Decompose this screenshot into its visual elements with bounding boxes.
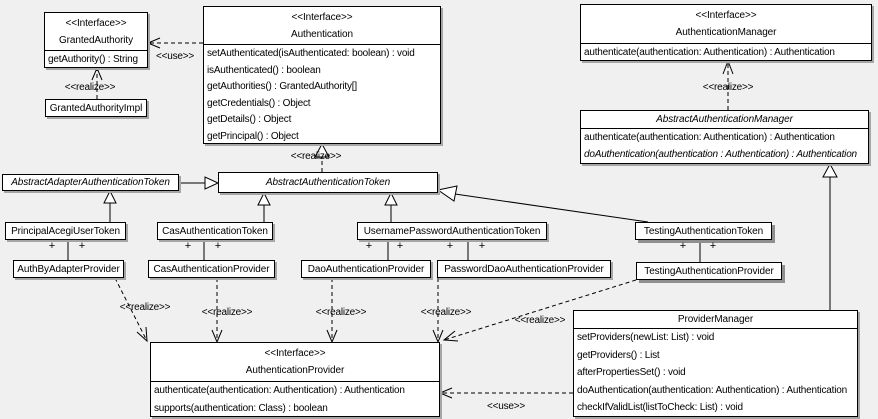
generalization-arrow-principalacegi bbox=[103, 189, 117, 222]
realize-arrow-authbyadapterprovider bbox=[114, 277, 148, 343]
class-box-abstract-authentication-token: AbstractAuthenticationToken bbox=[218, 172, 438, 193]
class-method: getCredentials() : Object bbox=[207, 97, 311, 109]
realize-label: <<realize>> bbox=[201, 307, 253, 318]
class-box-provider-manager: ProviderManager setProviders(newList: Li… bbox=[573, 310, 858, 417]
class-method: getAuthority() : String bbox=[48, 54, 138, 65]
class-box-authentication: <<Interface>> Authentication setAuthenti… bbox=[203, 6, 441, 144]
class-name: DaoAuthenticationProvider bbox=[307, 263, 425, 275]
class-method: checkIfValidList(listToCheck: List) : vo… bbox=[577, 402, 743, 414]
class-box-cas-authentication-token: CasAuthenticationToken bbox=[157, 222, 273, 240]
class-box-principal-acegi-user-token: PrincipalAcegiUserToken bbox=[5, 222, 126, 240]
class-method: authenticate(authentication: Authenticat… bbox=[584, 132, 835, 143]
class-box-dao-authentication-provider: DaoAuthenticationProvider bbox=[301, 260, 431, 278]
realize-label: <<realize>> bbox=[702, 82, 754, 93]
class-name: GrantedAuthority bbox=[59, 35, 133, 46]
class-method: setProviders(newList: List) : void bbox=[577, 332, 715, 343]
class-name: AbstractAuthenticationManager bbox=[581, 111, 868, 129]
class-stereotype: <<Interface>> bbox=[65, 18, 127, 29]
association-plus-label: + bbox=[365, 240, 373, 252]
association-plus-label: + bbox=[709, 240, 717, 252]
generalization-arrow-providermanager bbox=[822, 162, 838, 310]
association-plus-label: + bbox=[48, 240, 56, 252]
generalization-arrow-testingtoken bbox=[436, 185, 649, 223]
class-method: authenticate(authentication: Authenticat… bbox=[154, 385, 405, 396]
class-box-authentication-manager: <<Interface>> AuthenticationManager auth… bbox=[580, 4, 872, 61]
class-box-granted-authority: <<Interface>> GrantedAuthority getAuthor… bbox=[44, 12, 148, 68]
class-stereotype: <<Interface>> bbox=[291, 12, 353, 23]
class-name: TestingAuthenticationProvider bbox=[644, 265, 774, 277]
realize-label: <<realize>> bbox=[514, 315, 566, 326]
class-name: UsernamePasswordAuthenticationToken bbox=[363, 225, 541, 237]
realize-label: <<realize>> bbox=[420, 307, 472, 318]
class-name: AuthByAdapterProvider bbox=[17, 263, 120, 275]
class-box-testing-authentication-provider: TestingAuthenticationProvider bbox=[636, 262, 782, 280]
association-plus-label: + bbox=[396, 240, 404, 252]
class-method: getDetails() : Object bbox=[207, 114, 292, 125]
class-box-cas-authentication-provider: CasAuthenticationProvider bbox=[148, 260, 275, 278]
class-name: PrincipalAcegiUserToken bbox=[11, 225, 120, 237]
realize-label: <<realize>> bbox=[315, 307, 367, 318]
class-name: GrantedAuthorityImpl bbox=[49, 102, 143, 114]
association-plus-label: + bbox=[679, 240, 687, 252]
class-method: doAuthentication(authentication: Authent… bbox=[577, 384, 847, 396]
association-plus-label: + bbox=[78, 240, 86, 252]
realize-label: <<realize>> bbox=[119, 302, 171, 313]
realize-arrow-abstractauthenticationmanager bbox=[722, 59, 734, 110]
class-name: CasAuthenticationProvider bbox=[153, 263, 270, 275]
class-name: AbstractAuthenticationToken bbox=[265, 177, 391, 188]
realize-arrow-testingprovider bbox=[442, 279, 637, 342]
class-method: supports(authentication: Class) : boolea… bbox=[154, 403, 328, 414]
use-label: <<use>> bbox=[155, 51, 195, 62]
class-name: AuthenticationManager bbox=[675, 27, 777, 38]
class-name: Authentication bbox=[291, 29, 353, 40]
generalization-arrow-castoken bbox=[257, 191, 271, 222]
use-arrow-providermanager bbox=[438, 387, 573, 399]
class-box-granted-authority-impl: GrantedAuthorityImpl bbox=[45, 99, 147, 117]
class-method: setAuthenticated(isAuthenticated: boolea… bbox=[207, 48, 415, 59]
association-plus-label: + bbox=[184, 240, 192, 252]
generalization-arrow-abstractadapter bbox=[179, 176, 220, 190]
class-box-auth-by-adapter-provider: AuthByAdapterProvider bbox=[13, 260, 124, 278]
association-plus-label: + bbox=[446, 240, 454, 252]
class-box-authentication-provider: <<Interface>> AuthenticationProvider aut… bbox=[150, 342, 440, 417]
class-stereotype: <<Interface>> bbox=[695, 10, 757, 21]
generalization-arrow-usernamepasswordtoken bbox=[384, 191, 398, 222]
use-arrow-authentication-grantedauthority bbox=[146, 37, 203, 49]
association-plus-label: + bbox=[214, 240, 222, 252]
class-box-abstract-authentication-manager: AbstractAuthenticationManager authentica… bbox=[580, 110, 869, 164]
class-method: authenticate(authentication: Authenticat… bbox=[584, 47, 835, 58]
class-box-abstract-adapter-authentication-token: AbstractAdapterAuthenticationToken bbox=[2, 174, 179, 191]
class-name: PasswordDaoAuthenticationProvider bbox=[444, 263, 604, 275]
use-label: <<use>> bbox=[486, 401, 526, 412]
realize-label: <<realize>> bbox=[290, 151, 342, 162]
class-method: getPrincipal() : Object bbox=[207, 130, 299, 142]
class-method: doAuthentication(authentication : Authen… bbox=[584, 149, 857, 160]
realize-arrow-grantedauthorityimpl bbox=[91, 66, 103, 99]
class-method: getAuthorities() : GrantedAuthority[] bbox=[207, 81, 357, 92]
realize-label: <<realize>> bbox=[64, 82, 116, 93]
class-name: CasAuthenticationToken bbox=[162, 225, 268, 237]
class-method: afterPropertiesSet() : void bbox=[577, 367, 686, 379]
class-method: getProviders() : List bbox=[577, 349, 660, 361]
association-plus-label: + bbox=[478, 240, 486, 252]
class-name: ProviderManager bbox=[574, 311, 857, 329]
class-name: AuthenticationProvider bbox=[245, 365, 345, 376]
realize-arrow-abstractauthenticationtoken bbox=[314, 142, 330, 172]
class-name: AbstractAdapterAuthenticationToken bbox=[11, 177, 170, 188]
class-stereotype: <<Interface>> bbox=[264, 348, 326, 359]
class-box-username-password-authentication-token: UsernamePasswordAuthenticationToken bbox=[357, 222, 547, 240]
class-box-testing-authentication-token: TestingAuthenticationToken bbox=[635, 222, 772, 240]
class-box-password-dao-authentication-provider: PasswordDaoAuthenticationProvider bbox=[437, 260, 611, 278]
class-method: isAuthenticated() : boolean bbox=[207, 64, 321, 76]
class-name: TestingAuthenticationToken bbox=[643, 225, 764, 237]
